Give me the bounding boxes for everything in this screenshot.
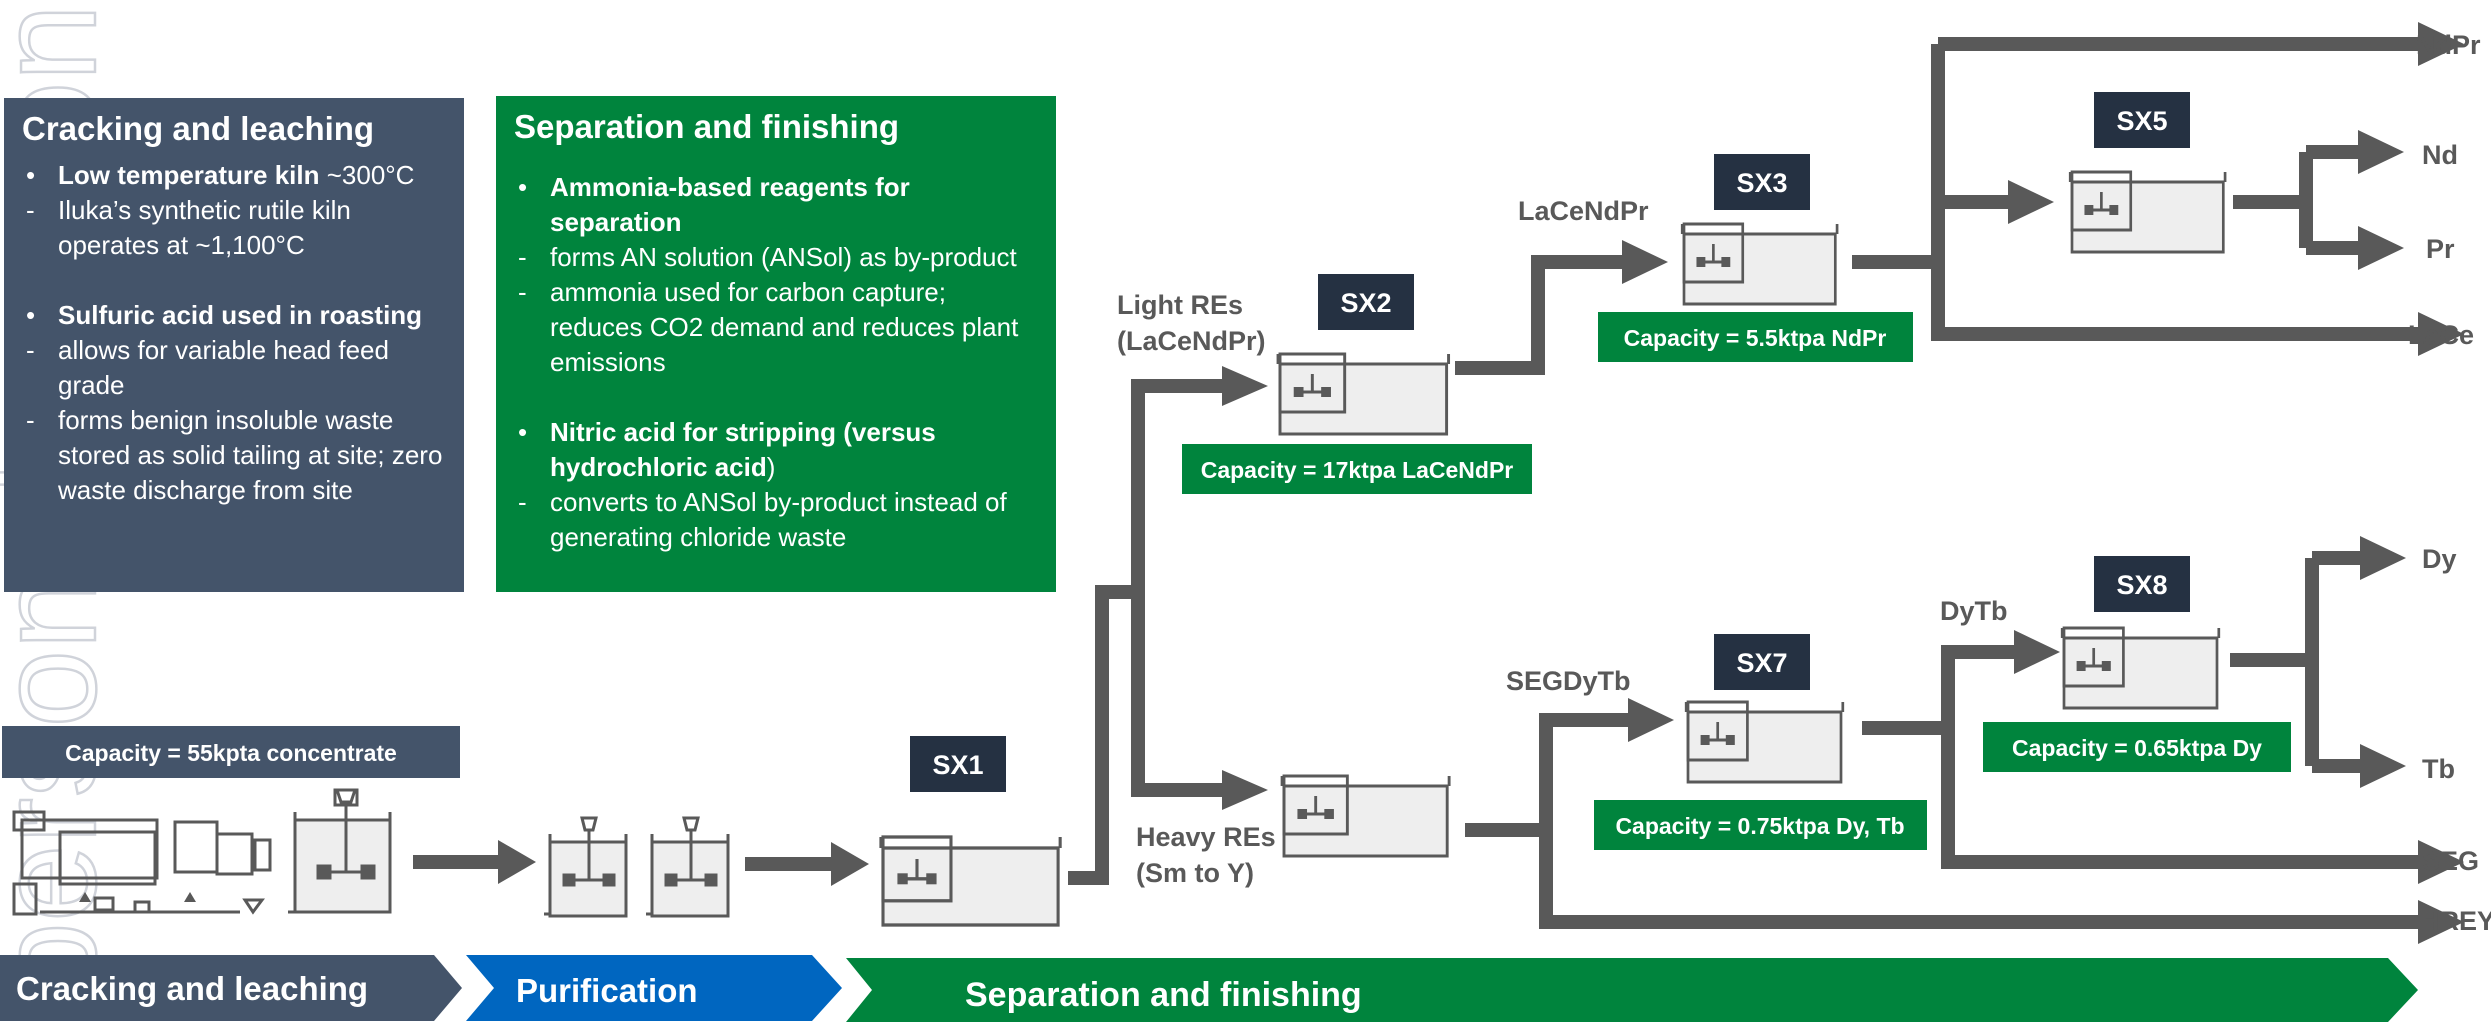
flow-arrowheads — [498, 22, 2464, 944]
svg-text:Capacity = 0.75ktpa Dy, Tb: Capacity = 0.75ktpa Dy, Tb — [1615, 813, 1904, 839]
sx5-tank — [2068, 170, 2227, 254]
svg-text:Purification: Purification — [516, 972, 698, 1009]
svg-text:Capacity = 55kpta concentrate: Capacity = 55kpta concentrate — [65, 740, 397, 766]
svg-text:SX3: SX3 — [1736, 168, 1787, 198]
sx1-tank — [879, 835, 1062, 927]
sx7-label: SX7 — [1714, 634, 1810, 690]
svg-text:SX1: SX1 — [932, 750, 983, 780]
output-seg: SEG — [2422, 846, 2479, 876]
svg-text:SX7: SX7 — [1736, 648, 1787, 678]
stage-banner-separation: Separation and finishing — [846, 958, 2418, 1022]
stage-banner-purification: Purification — [466, 955, 842, 1021]
sx-heavy-tank — [1280, 774, 1451, 858]
list-item: •Nitric acid for stripping (versus hydro… — [518, 417, 936, 482]
sx2-label: SX2 — [1318, 274, 1414, 330]
capacity-badge-sx8: Capacity = 0.65ktpa Dy — [1983, 722, 2291, 772]
output-ndpr: NdPr — [2416, 30, 2481, 60]
sx3-tank — [1680, 222, 1839, 306]
output-labels: NdPr Nd Pr LaCe Dy Tb SEG HREY — [2408, 30, 2491, 936]
light-res-label-2: (LaCeNdPr) — [1117, 326, 1266, 356]
output-lace: LaCe — [2408, 320, 2474, 350]
list-item: •Ammonia-based reagents for separation — [518, 172, 910, 237]
cracking-box-list: •Low temperature kiln ~300°C -Iluka’s sy… — [22, 158, 450, 508]
capacity-badge-sx7: Capacity = 0.75ktpa Dy, Tb — [1594, 800, 1927, 850]
sx1-label: SX1 — [910, 736, 1006, 792]
list-item: -forms AN solution (ANSol) as by-product — [518, 242, 1017, 272]
cracking-leaching-info-box: Cracking and leaching •Low temperature k… — [4, 98, 464, 592]
svg-text:Separation and finishing: Separation and finishing — [965, 976, 1362, 1014]
list-item: -ammonia used for carbon capture; reduce… — [518, 277, 1019, 377]
kiln-triangles — [79, 892, 196, 902]
sx3-label: SX3 — [1714, 154, 1810, 210]
svg-text:Capacity = 0.65ktpa Dy: Capacity = 0.65ktpa Dy — [2012, 735, 2262, 761]
sx2-tank — [1276, 352, 1451, 436]
list-item: -converts to ANSol by-product instead of… — [518, 487, 1007, 552]
svg-text:SX5: SX5 — [2116, 106, 2167, 136]
heavy-res-label-2: (Sm to Y) — [1136, 858, 1254, 888]
purification-tank-1 — [544, 816, 628, 918]
output-dy: Dy — [2422, 544, 2457, 574]
list-item: -forms benign insoluble waste stored as … — [26, 405, 443, 505]
svg-text:SX8: SX8 — [2116, 570, 2167, 600]
sx8-label: SX8 — [2094, 556, 2190, 612]
output-hrey: HREY — [2420, 906, 2491, 936]
lacendpr-label: LaCeNdPr — [1518, 196, 1649, 226]
output-nd: Nd — [2422, 140, 2458, 170]
capacity-badge-cracking: Capacity = 55kpta concentrate — [2, 726, 460, 778]
stage-banner-cracking: Cracking and leaching — [0, 955, 462, 1021]
cracking-box-title: Cracking and leaching — [22, 110, 375, 147]
sx8-tank — [2060, 626, 2221, 710]
stream-labels: Light REs (LaCeNdPr) Heavy REs (Sm to Y)… — [1117, 196, 2008, 888]
list-item: -Iluka’s synthetic rutile kiln operates … — [26, 195, 351, 260]
separation-finishing-info-box: Separation and finishing •Ammonia-based … — [496, 96, 1056, 592]
svg-text:Capacity = 17ktpa LaCeNdPr: Capacity = 17ktpa LaCeNdPr — [1201, 457, 1514, 483]
separation-box-title: Separation and finishing — [514, 108, 900, 145]
leaching-tank — [288, 788, 392, 914]
list-item: •Low temperature kiln ~300°C — [26, 160, 415, 190]
svg-text:Capacity = 5.5ktpa NdPr: Capacity = 5.5ktpa NdPr — [1624, 325, 1887, 351]
heavy-res-label-1: Heavy REs — [1136, 822, 1276, 852]
light-res-label-1: Light REs — [1117, 290, 1243, 320]
svg-text:SX2: SX2 — [1340, 288, 1391, 318]
separation-box-list: •Ammonia-based reagents for separation -… — [514, 170, 1042, 555]
dytb-label: DyTb — [1940, 596, 2008, 626]
list-item: •Sulfuric acid used in roasting — [26, 300, 423, 330]
sx5-label: SX5 — [2094, 92, 2190, 148]
svg-text:Cracking and leaching: Cracking and leaching — [16, 970, 368, 1007]
list-item: -allows for variable head feed grade — [26, 335, 389, 400]
purification-tank-2 — [646, 816, 730, 918]
flow-lines — [413, 37, 2420, 929]
output-tb: Tb — [2422, 754, 2455, 784]
capacity-badge-sx2: Capacity = 17ktpa LaCeNdPr — [1182, 444, 1532, 494]
output-pr: Pr — [2426, 234, 2455, 264]
sx7-tank — [1684, 700, 1845, 784]
capacity-badge-sx3: Capacity = 5.5ktpa NdPr — [1598, 312, 1913, 362]
segdytb-label: SEGDyTb — [1506, 666, 1631, 696]
kiln-equipment — [12, 810, 272, 916]
